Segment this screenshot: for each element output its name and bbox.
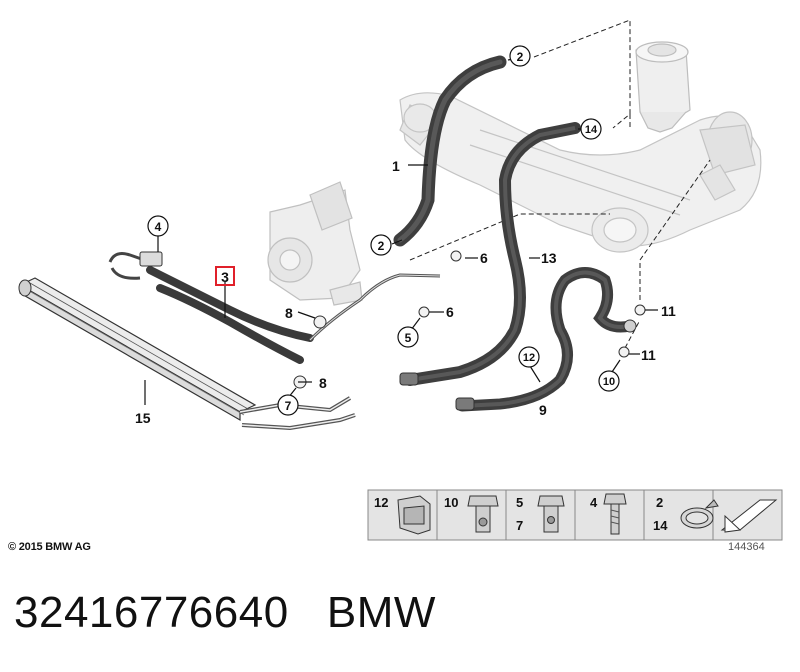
banjo-bolt-icon <box>467 495 499 533</box>
callout-12: 12 <box>523 352 535 364</box>
callout-8a: 8 <box>285 305 293 321</box>
diagram-number: 144364 <box>728 541 765 553</box>
callout-11b: 11 <box>641 347 656 363</box>
sealing-bolt-icon <box>537 495 565 533</box>
callout-7: 7 <box>285 399 292 413</box>
reservoir-illustration <box>635 41 691 133</box>
callouts: 1 2 2 3 4 5 6 6 7 8 8 9 10 11 11 12 13 1… <box>135 45 676 426</box>
callout-2a: 2 <box>517 50 524 64</box>
callout-14: 14 <box>585 124 598 136</box>
hose-clip-icon <box>397 495 431 535</box>
hose-3 <box>146 266 314 342</box>
legend-label-4: 4 <box>590 495 598 510</box>
callout-6b: 6 <box>446 304 454 320</box>
steering-rack-illustration <box>399 92 762 253</box>
callout-2a-circle <box>509 45 531 67</box>
callout-15: 15 <box>135 410 151 426</box>
copyright-notice: © 2015 BMW AG <box>8 541 91 553</box>
legend-label-7: 7 <box>516 518 523 533</box>
callout-7-circle <box>277 394 299 416</box>
part-number-caption: 32416776640 BMW <box>14 588 436 637</box>
callout-5: 5 <box>405 331 412 345</box>
callout-9: 9 <box>539 402 547 418</box>
callout-5-circle <box>397 326 419 348</box>
hose-13-end-fitting <box>399 372 419 386</box>
callout-8b: 8 <box>319 375 327 391</box>
parts-legend: 12 10 5 7 4 2 14 <box>367 489 783 541</box>
parts-diagram: 1 2 2 3 4 5 6 6 7 8 8 9 10 11 11 12 13 1… <box>18 19 783 541</box>
legend-label-12: 12 <box>374 495 388 510</box>
orientation-arrow-icon <box>720 499 778 533</box>
callout-4: 4 <box>155 220 162 234</box>
callout-1: 1 <box>392 158 400 174</box>
callout-14-circle <box>580 118 602 140</box>
callout-10: 10 <box>603 376 615 388</box>
callout-3: 3 <box>221 269 229 285</box>
fittings <box>293 250 646 389</box>
oil-cooler-15 <box>18 277 356 431</box>
legend-label-5: 5 <box>516 495 523 510</box>
hose-9-end-fitting <box>455 397 475 411</box>
callout-13: 13 <box>541 250 557 266</box>
callout-3-highlight-box <box>215 266 235 286</box>
callout-2b: 2 <box>378 239 385 253</box>
callout-11a: 11 <box>661 303 676 319</box>
legend-label-2: 2 <box>656 495 663 510</box>
power-steering-pump-illustration <box>267 181 363 306</box>
callout-4-circle <box>147 215 169 237</box>
legend-label-10: 10 <box>444 495 458 510</box>
leader-lines <box>409 19 711 349</box>
callout-10-circle <box>598 370 620 392</box>
legend-label-14: 14 <box>653 518 668 533</box>
callout-12-circle <box>518 346 540 368</box>
hose-clamp-icon <box>680 499 719 529</box>
callout-6a: 6 <box>480 250 488 266</box>
screw-icon <box>603 493 627 535</box>
callout-2b-circle <box>370 234 392 256</box>
